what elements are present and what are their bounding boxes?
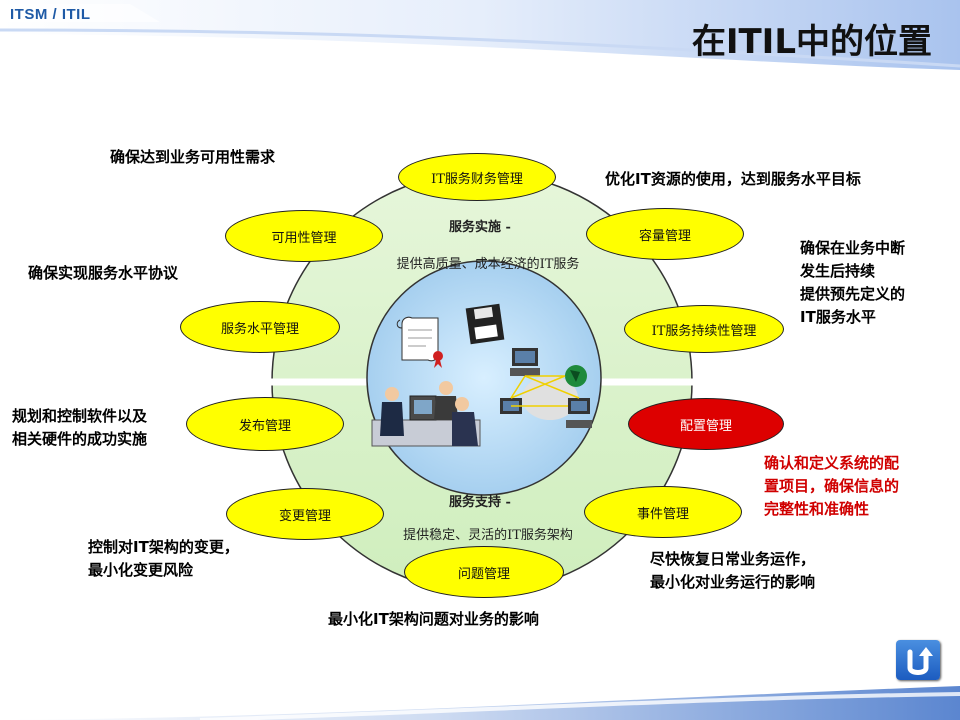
service-delivery-subtitle: 提供高质量、成本经济的IT服务 <box>396 257 580 272</box>
note-capacity: 优化IT资源的使用，达到服务水平目标 <box>605 170 861 188</box>
process-change-management[interactable]: 变更管理 <box>226 488 384 540</box>
header-band <box>0 0 960 70</box>
footer-band <box>0 686 960 720</box>
service-delivery-heading: 服务实施 - <box>380 216 580 235</box>
process-problem-management[interactable]: 问题管理 <box>404 546 564 598</box>
note-incident-line: 尽快恢复日常业务运作， <box>650 550 816 568</box>
note-configuration-line: 完整性和准确性 <box>764 500 870 518</box>
brand-label: ITSM / ITIL <box>10 6 91 23</box>
note-continuity-line: IT服务水平 <box>800 308 876 326</box>
note-continuity-line: 提供预先定义的 <box>800 285 906 303</box>
back-button[interactable] <box>896 640 940 680</box>
floppy-disk-icon <box>465 303 505 345</box>
note-change: 控制对IT架构的变更， 最小化变更风险 <box>88 536 239 582</box>
process-availability-management[interactable]: 可用性管理 <box>225 210 383 262</box>
note-change-line: 控制对IT架构的变更， <box>88 538 239 556</box>
note-continuity: 确保在业务中断 发生后持续 提供预先定义的 IT服务水平 <box>800 237 905 329</box>
service-delivery-title: 服务实施 - <box>449 220 511 235</box>
network-icon <box>500 348 592 428</box>
service-support-subtitle: 提供稳定、灵活的IT服务架构 <box>403 528 573 543</box>
people-at-computer-icon <box>371 381 481 447</box>
note-continuity-line: 发生后持续 <box>800 262 876 280</box>
note-release-line: 相关硬件的成功实施 <box>12 430 148 448</box>
note-release: 规划和控制软件以及 相关硬件的成功实施 <box>12 405 147 451</box>
note-release-line: 规划和控制软件以及 <box>12 407 148 425</box>
process-service-level-management[interactable]: 服务水平管理 <box>180 301 340 353</box>
note-configuration: 确认和定义系统的配 置项目，确保信息的 完整性和准确性 <box>764 452 899 521</box>
note-change-line: 最小化变更风险 <box>88 561 194 579</box>
page-title: 在ITIL中的位置 <box>691 22 932 62</box>
scroll-icon <box>396 316 443 368</box>
process-release-management[interactable]: 发布管理 <box>186 397 344 451</box>
note-configuration-line: 确认和定义系统的配 <box>764 454 900 472</box>
process-financial-management[interactable]: IT服务财务管理 <box>398 153 556 201</box>
back-arrow-icon <box>907 647 933 675</box>
note-incident-line: 最小化对业务运行的影响 <box>650 573 816 591</box>
note-availability: 确保达到业务可用性需求 <box>110 148 276 166</box>
note-problem: 最小化IT架构问题对业务的影响 <box>328 610 539 628</box>
process-capacity-management[interactable]: 容量管理 <box>586 208 744 260</box>
service-support-heading: 服务支持 - <box>380 491 580 510</box>
note-incident: 尽快恢复日常业务运作， 最小化对业务运行的影响 <box>650 548 815 594</box>
note-continuity-line: 确保在业务中断 <box>800 239 906 257</box>
process-incident-management[interactable]: 事件管理 <box>584 486 742 538</box>
note-configuration-line: 置项目，确保信息的 <box>764 477 900 495</box>
note-service-level: 确保实现服务水平协议 <box>28 264 179 282</box>
process-configuration-management[interactable]: 配置管理 <box>628 398 784 450</box>
service-support-title: 服务支持 - <box>449 495 511 510</box>
process-continuity-management[interactable]: IT服务持续性管理 <box>624 305 784 353</box>
